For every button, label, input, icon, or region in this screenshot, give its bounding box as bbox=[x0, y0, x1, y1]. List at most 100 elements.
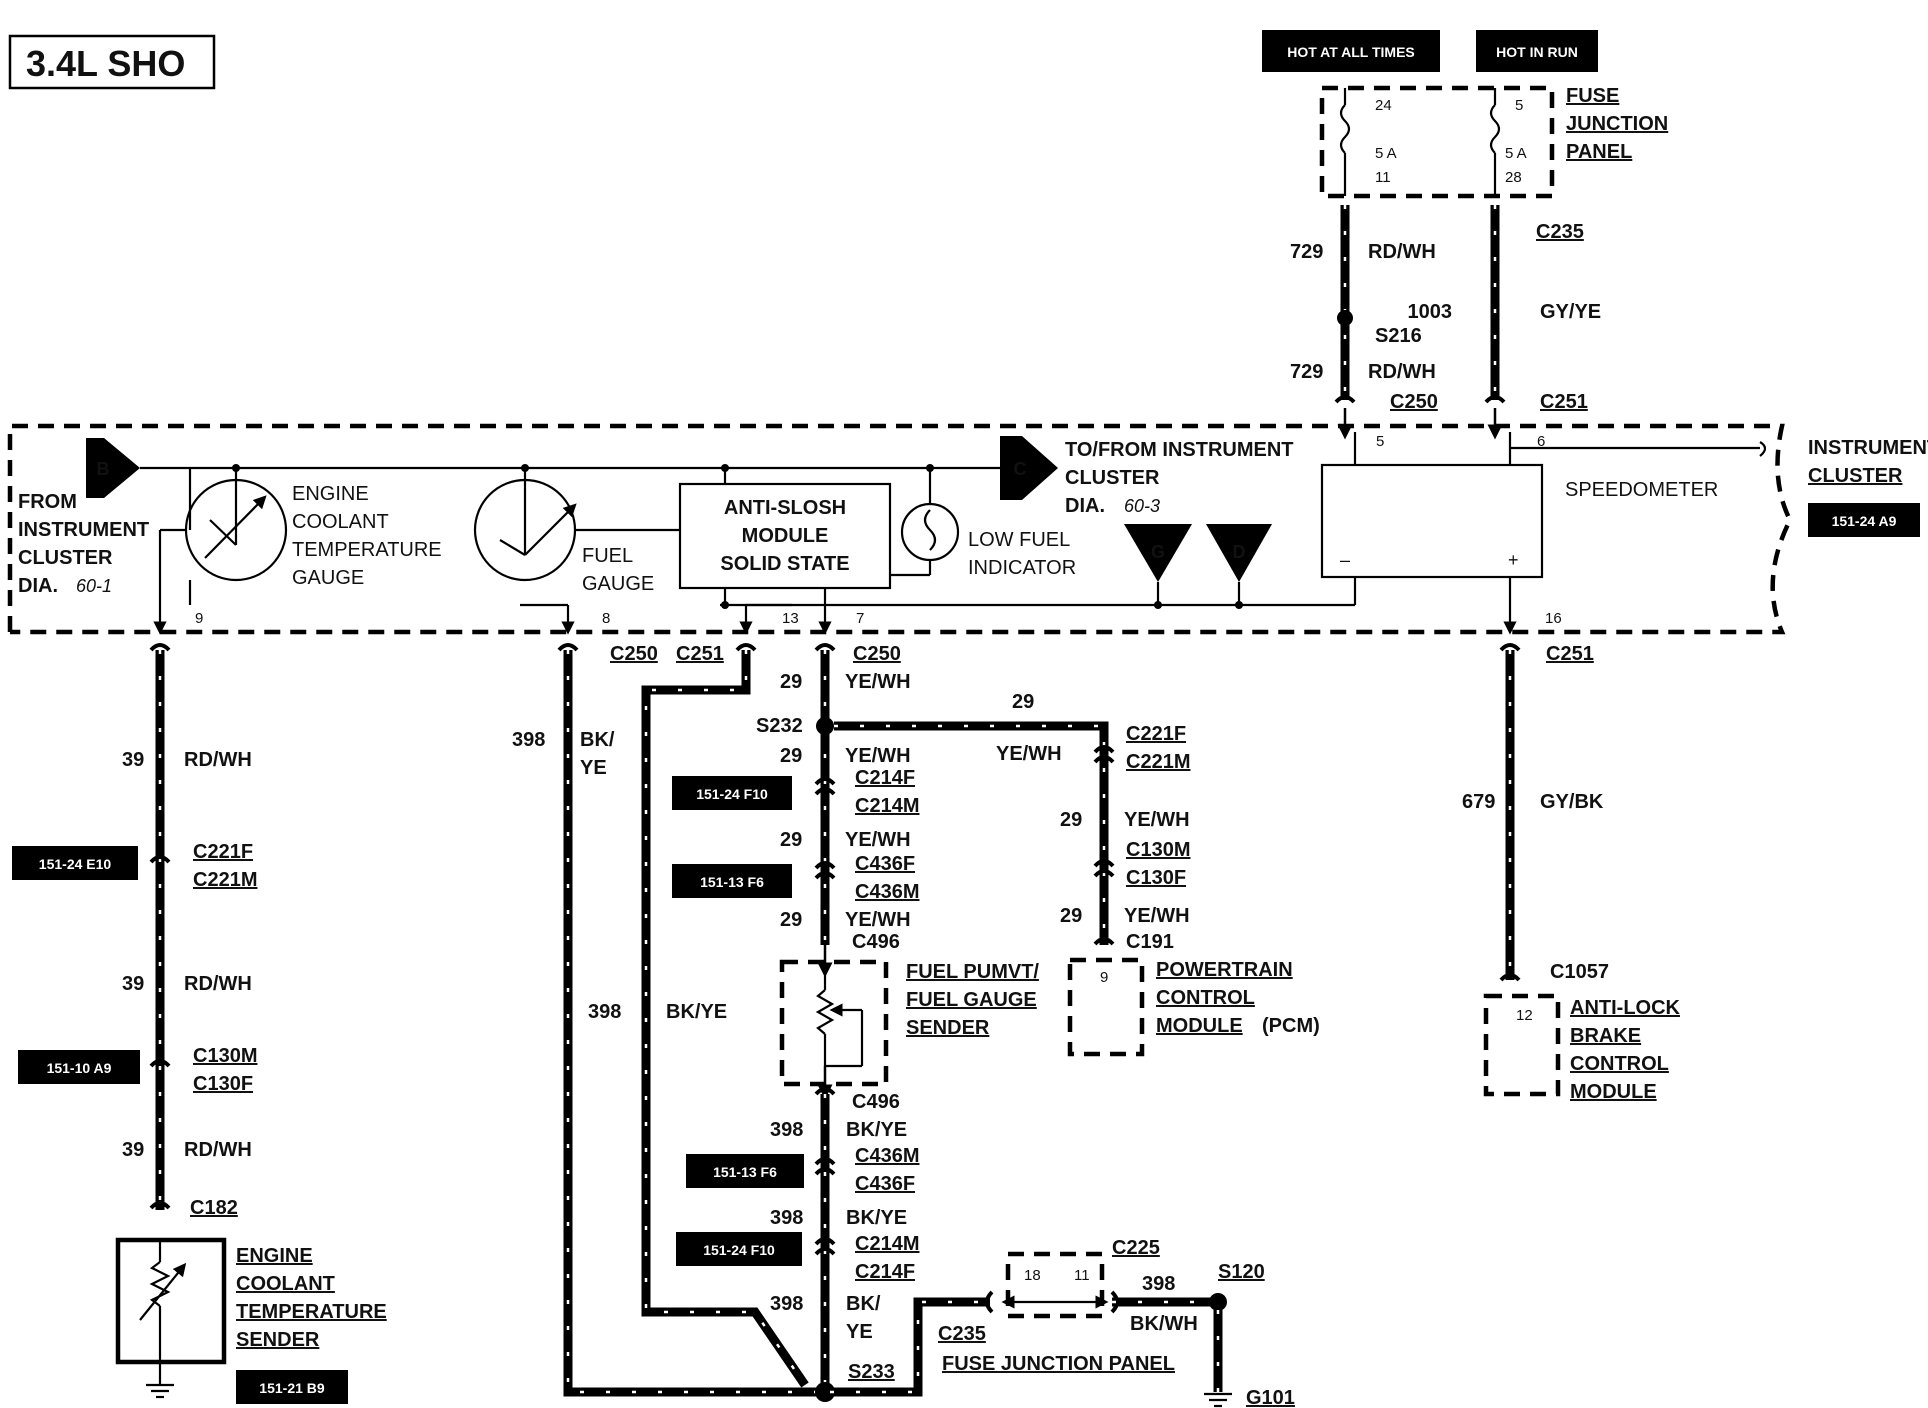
svg-text:INSTRUMENT: INSTRUMENT bbox=[1808, 437, 1928, 459]
svg-text:CLUSTER: CLUSTER bbox=[1065, 467, 1160, 489]
wire-1003: C235 1003 GY/YE C251 bbox=[1408, 205, 1601, 440]
ground-g-icon: G bbox=[1124, 524, 1192, 609]
svg-text:BK/YE: BK/YE bbox=[846, 1119, 907, 1141]
hot-at-all-times-badge: HOT AT ALL TIMES bbox=[1262, 30, 1440, 72]
svg-text:13: 13 bbox=[782, 610, 799, 627]
connector-c250-top bbox=[1334, 395, 1356, 404]
ground-g101-icon bbox=[1204, 1392, 1232, 1408]
svg-text:C130F: C130F bbox=[193, 1073, 253, 1095]
connector-b-icon: B bbox=[86, 438, 140, 498]
svg-text:ANTI-LOCK: ANTI-LOCK bbox=[1570, 997, 1681, 1019]
title-box: 3.4L SHO bbox=[8, 34, 216, 90]
svg-text:SPEEDOMETER: SPEEDOMETER bbox=[1565, 479, 1718, 501]
cluster-ref-badge bbox=[1808, 503, 1920, 537]
svg-text:C191: C191 bbox=[1126, 931, 1174, 953]
svg-text:YE/WH: YE/WH bbox=[845, 909, 911, 931]
svg-text:ENGINE: ENGINE bbox=[236, 1245, 313, 1267]
ground-icon bbox=[146, 1383, 174, 1399]
svg-text:BK/YE: BK/YE bbox=[666, 1001, 727, 1023]
svg-text:BK/YE: BK/YE bbox=[846, 1207, 907, 1229]
connector-c182 bbox=[149, 1201, 171, 1210]
instrument-cluster: INSTRUMENT CLUSTER 151-24 A9 B FROM INST… bbox=[7, 423, 1928, 635]
svg-text:C221F: C221F bbox=[193, 841, 253, 863]
svg-text:FUEL GAUGE: FUEL GAUGE bbox=[906, 989, 1037, 1011]
svg-text:C496: C496 bbox=[852, 1091, 900, 1113]
svg-text:MODULE: MODULE bbox=[1156, 1015, 1243, 1037]
svg-text:29: 29 bbox=[1012, 691, 1034, 713]
svg-text:C436M: C436M bbox=[855, 881, 919, 903]
svg-text:C496: C496 bbox=[852, 931, 900, 953]
svg-text:COOLANT: COOLANT bbox=[236, 1273, 335, 1295]
svg-text:FUSE: FUSE bbox=[1566, 85, 1619, 107]
svg-text:S232: S232 bbox=[756, 715, 803, 737]
svg-text:29: 29 bbox=[1060, 905, 1082, 927]
svg-text:C130M: C130M bbox=[193, 1045, 257, 1067]
svg-text:C182: C182 bbox=[190, 1197, 238, 1219]
svg-text:C251: C251 bbox=[1546, 643, 1594, 665]
svg-text:+: + bbox=[1508, 550, 1519, 570]
svg-text:BRAKE: BRAKE bbox=[1570, 1025, 1641, 1047]
svg-text:C: C bbox=[1014, 459, 1027, 479]
ect-sender bbox=[115, 1237, 227, 1399]
fuse-icon bbox=[1489, 104, 1501, 154]
svg-text:YE: YE bbox=[846, 1321, 873, 1343]
svg-text:C130F: C130F bbox=[1126, 867, 1186, 889]
svg-text:7: 7 bbox=[856, 610, 864, 627]
splice-s216 bbox=[1337, 310, 1353, 326]
svg-text:29: 29 bbox=[780, 829, 802, 851]
svg-text:398: 398 bbox=[512, 729, 545, 751]
abs-circuit: C251 679 GY/BK C1057 12 ANTI-LOCK BRAKE … bbox=[1462, 643, 1681, 1103]
svg-text:151-24 E10: 151-24 E10 bbox=[39, 856, 112, 872]
svg-text:60-3: 60-3 bbox=[1124, 496, 1160, 516]
svg-text:YE/WH: YE/WH bbox=[1124, 905, 1190, 927]
svg-text:FROM: FROM bbox=[18, 491, 77, 513]
svg-text:39: 39 bbox=[122, 973, 144, 995]
svg-text:C130M: C130M bbox=[1126, 839, 1190, 861]
svg-text:TO/FROM INSTRUMENT: TO/FROM INSTRUMENT bbox=[1065, 439, 1294, 461]
svg-text:151-24 F10: 151-24 F10 bbox=[703, 1242, 775, 1258]
svg-text:YE/WH: YE/WH bbox=[996, 743, 1062, 765]
svg-text:151-13 F6: 151-13 F6 bbox=[713, 1164, 777, 1180]
svg-text:CONTROL: CONTROL bbox=[1156, 987, 1255, 1009]
svg-text:729: 729 bbox=[1290, 361, 1323, 383]
svg-text:29: 29 bbox=[780, 909, 802, 931]
svg-text:CONTROL: CONTROL bbox=[1570, 1053, 1669, 1075]
svg-text:B: B bbox=[97, 459, 110, 479]
svg-text:151-24 A9: 151-24 A9 bbox=[1832, 513, 1897, 529]
svg-text:C436F: C436F bbox=[855, 1173, 915, 1195]
svg-text:C214F: C214F bbox=[855, 767, 915, 789]
svg-text:GY/BK: GY/BK bbox=[1540, 791, 1604, 813]
svg-text:5 A: 5 A bbox=[1375, 145, 1397, 162]
splice-s120 bbox=[1209, 1293, 1227, 1311]
svg-text:BK/: BK/ bbox=[580, 729, 615, 751]
ref-badge bbox=[672, 776, 792, 810]
svg-text:GAUGE: GAUGE bbox=[582, 573, 654, 595]
svg-text:151-21 B9: 151-21 B9 bbox=[259, 1380, 325, 1396]
svg-text:C221F: C221F bbox=[1126, 723, 1186, 745]
svg-text:G: G bbox=[1151, 542, 1165, 562]
svg-text:6: 6 bbox=[1537, 433, 1545, 450]
svg-text:YE/WH: YE/WH bbox=[845, 829, 911, 851]
svg-text:JUNCTION: JUNCTION bbox=[1566, 113, 1668, 135]
svg-text:729: 729 bbox=[1290, 241, 1323, 263]
svg-text:TEMPERATURE: TEMPERATURE bbox=[292, 539, 442, 561]
connector-c221-pcm bbox=[1093, 745, 1115, 764]
svg-text:5: 5 bbox=[1376, 433, 1384, 450]
svg-text:GY/YE: GY/YE bbox=[1540, 301, 1601, 323]
connector-c251-top bbox=[1484, 395, 1506, 404]
wire-729: 729 RD/WH S216 729 RD/WH C250 bbox=[1290, 205, 1438, 440]
svg-text:POWERTRAIN: POWERTRAIN bbox=[1156, 959, 1293, 981]
low-fuel-bulb-icon bbox=[890, 464, 960, 577]
connector-c214 bbox=[814, 777, 836, 796]
svg-text:398: 398 bbox=[1142, 1273, 1175, 1295]
svg-text:RD/WH: RD/WH bbox=[184, 1139, 252, 1161]
svg-text:RD/WH: RD/WH bbox=[1368, 241, 1436, 263]
svg-text:398: 398 bbox=[770, 1293, 803, 1315]
svg-text:C225: C225 bbox=[1112, 1237, 1160, 1259]
svg-text:39: 39 bbox=[122, 1139, 144, 1161]
svg-text:C436F: C436F bbox=[855, 853, 915, 875]
svg-text:60-1: 60-1 bbox=[76, 576, 112, 596]
svg-text:C250: C250 bbox=[853, 643, 901, 665]
connector-c436-lower bbox=[814, 1157, 836, 1176]
